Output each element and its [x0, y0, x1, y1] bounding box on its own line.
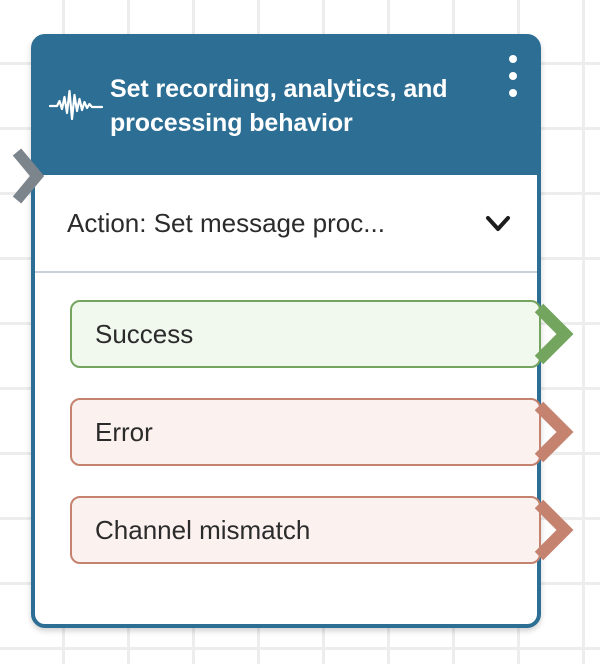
output-port-label: Channel mismatch [95, 514, 311, 545]
kebab-dot [509, 72, 517, 80]
node-title: Set recording, analytics, and processing… [110, 75, 448, 137]
node-header: Set recording, analytics, and processing… [34, 37, 538, 175]
kebab-dot [509, 55, 517, 63]
output-row: Error [35, 398, 574, 466]
output-port-success[interactable]: Success [70, 300, 541, 368]
audio-waveform-icon [48, 86, 104, 126]
output-port-label: Error [95, 416, 153, 447]
output-port-list: Success Error [35, 273, 574, 564]
action-dropdown-label: Action: Set message proc... [67, 207, 385, 238]
chevron-down-icon[interactable] [481, 206, 515, 240]
action-dropdown[interactable]: Action: Set message proc... [35, 175, 537, 271]
output-row: Success [35, 300, 574, 368]
kebab-dot [509, 89, 517, 97]
input-connector-icon[interactable] [11, 146, 45, 206]
output-port-error[interactable]: Error [70, 398, 541, 466]
output-port-channel-mismatch[interactable]: Channel mismatch [70, 496, 541, 564]
node-body: Action: Set message proc... Success [35, 175, 574, 564]
output-port-label: Success [95, 318, 194, 349]
flow-node-card[interactable]: Set recording, analytics, and processing… [12, 34, 574, 628]
section-divider [35, 271, 537, 273]
output-row: Channel mismatch [35, 496, 574, 564]
kebab-menu-icon[interactable] [496, 55, 530, 97]
